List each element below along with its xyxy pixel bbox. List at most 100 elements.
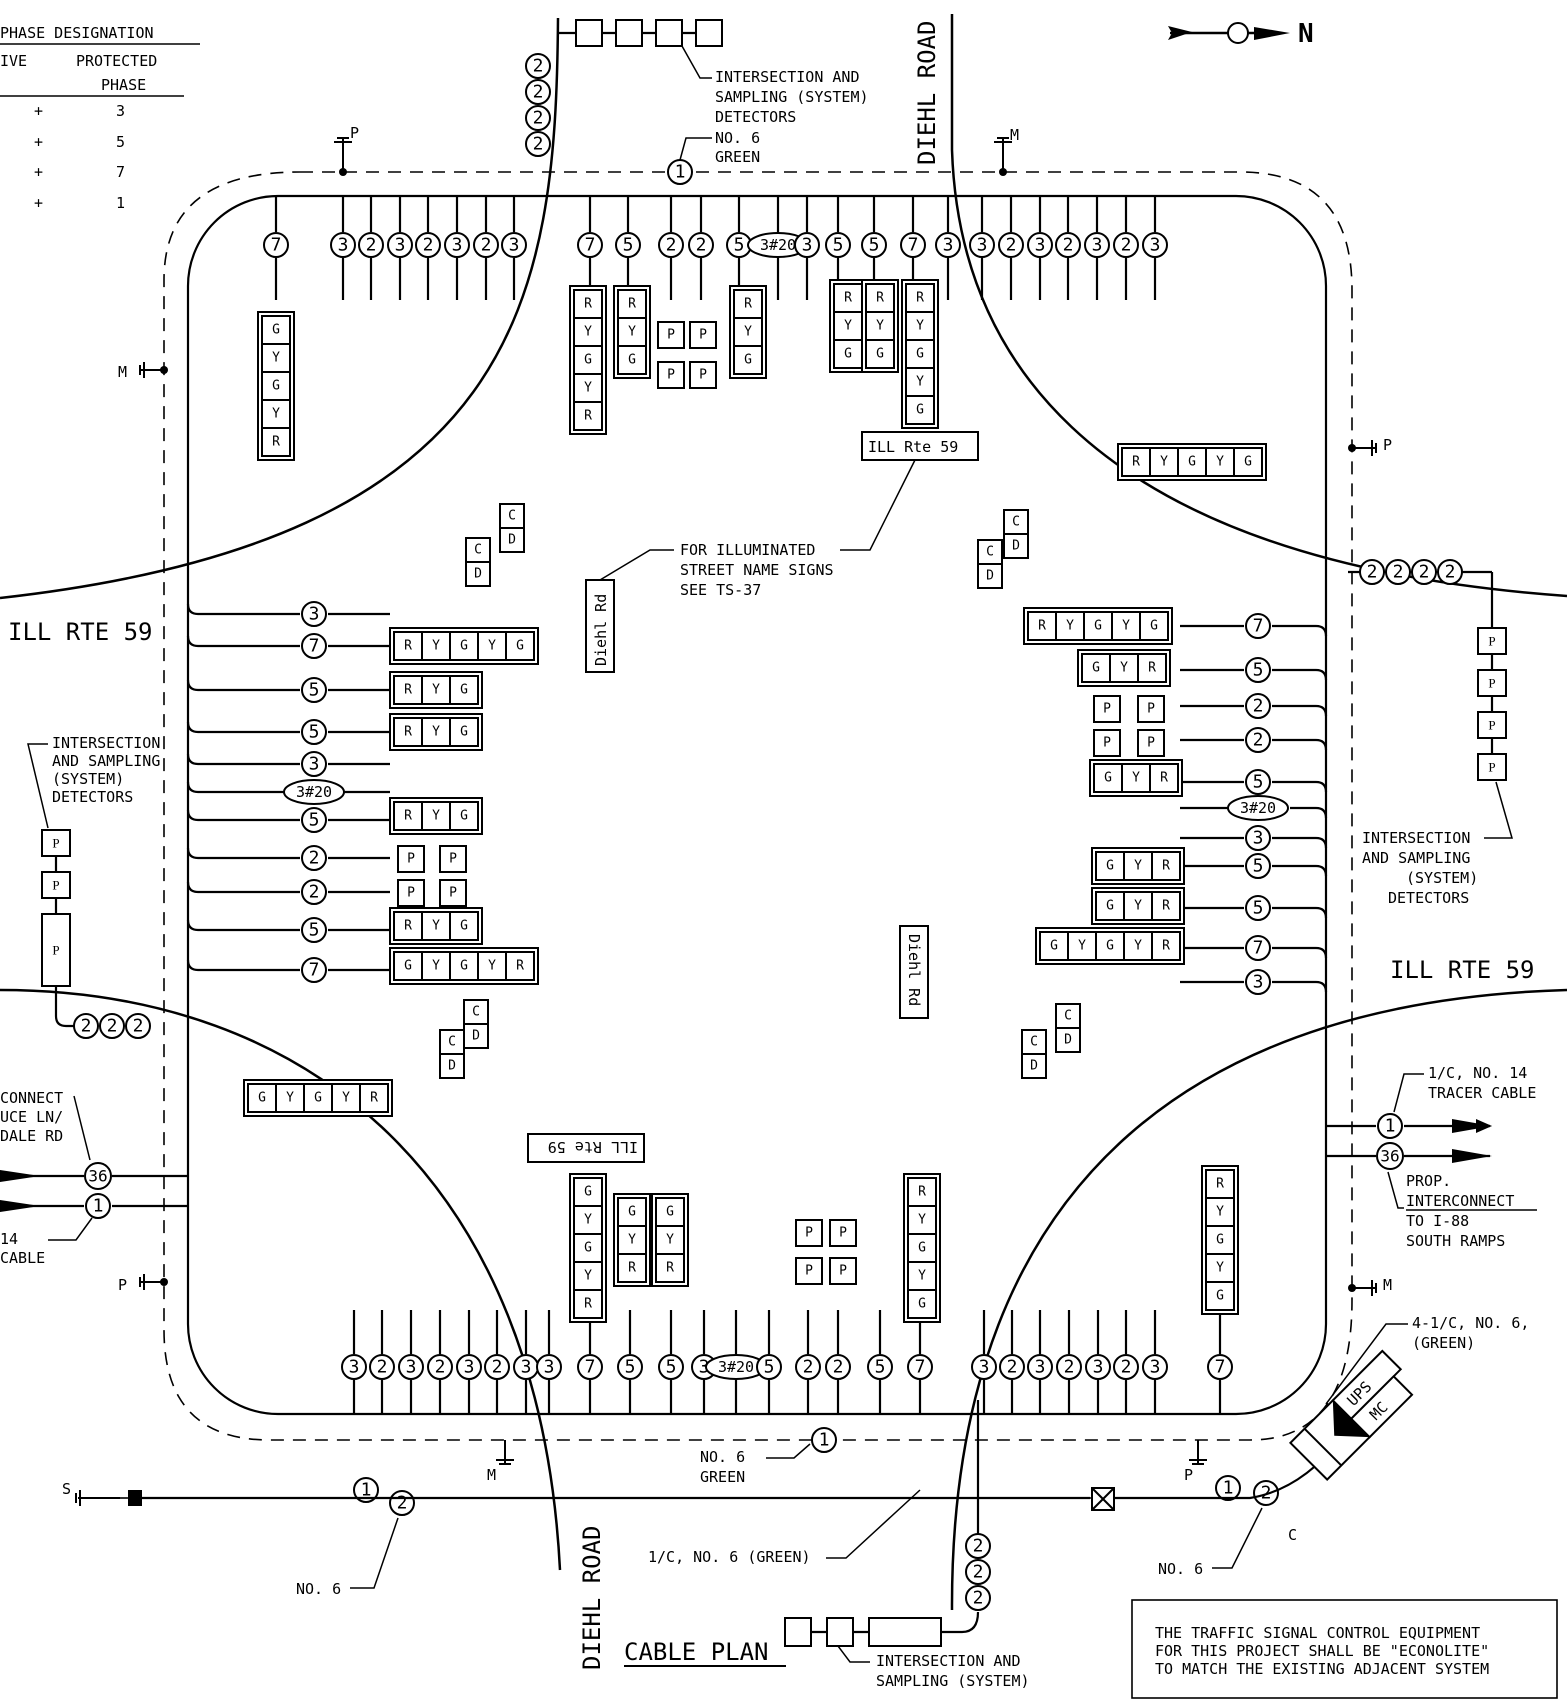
pushbutton-detector: P bbox=[795, 1219, 823, 1247]
svg-text:1: 1 bbox=[1223, 1478, 1234, 1499]
cable-bubble-bottom: 7 bbox=[907, 1354, 933, 1380]
cable-bubble-top-label: 3 bbox=[1150, 235, 1161, 256]
svg-text:D: D bbox=[986, 569, 994, 584]
cable-bubble-bottom-label: 3 bbox=[1093, 1357, 1104, 1378]
cable-bubble-left-label: 3#20 bbox=[296, 783, 332, 801]
pushbutton-detector: P bbox=[397, 879, 425, 907]
cable-bubble-bottom: 5 bbox=[658, 1354, 684, 1380]
svg-text:Diehl Rd: Diehl Rd bbox=[905, 934, 923, 1006]
cable-bubble-right: 5 bbox=[1245, 769, 1271, 795]
detector-group-right: P P P P bbox=[1348, 570, 1507, 781]
interconnect-arrow-left bbox=[0, 1170, 188, 1212]
cable-bubble-left-label: 5 bbox=[309, 920, 320, 941]
cable-bubble-left: 2 bbox=[301, 879, 327, 905]
svg-text:2: 2 bbox=[397, 1493, 408, 1514]
svg-text:SAMPLING (SYSTEM): SAMPLING (SYSTEM) bbox=[715, 88, 869, 106]
cable-bubble-bottom-label: 3 bbox=[979, 1357, 990, 1378]
detector-loop bbox=[784, 1617, 812, 1647]
svg-text:P: P bbox=[1488, 760, 1495, 775]
cable-bubble-top-label: 2 bbox=[1121, 235, 1132, 256]
svg-text:(SYSTEM): (SYSTEM) bbox=[52, 770, 124, 788]
cable-bubble-right: 2 bbox=[1245, 693, 1271, 719]
cable-bubble-bottom-label: 3 bbox=[464, 1357, 475, 1378]
svg-text:Y: Y bbox=[1066, 619, 1074, 634]
cable-bubble-left-label: 5 bbox=[309, 680, 320, 701]
ground-rod-icon: P bbox=[1184, 1440, 1207, 1484]
phase-row-value: 3 bbox=[116, 102, 125, 120]
svg-text:G: G bbox=[918, 1241, 926, 1256]
svg-text:R: R bbox=[744, 297, 752, 312]
cable-bubble-top-label: 7 bbox=[271, 235, 282, 256]
cable-drop bbox=[186, 721, 300, 734]
cable-bubble-top-label: 3 bbox=[1092, 235, 1103, 256]
phase-row-sign: + bbox=[34, 133, 43, 151]
cable-bubble-bottom: 3 bbox=[1085, 1354, 1111, 1380]
svg-text:(SYSTEM): (SYSTEM) bbox=[1406, 869, 1478, 887]
cable-drop bbox=[1272, 668, 1328, 681]
svg-text:D: D bbox=[1064, 1033, 1072, 1048]
cable-bubble-top: 2 bbox=[358, 232, 384, 258]
cable-bubble-left: 7 bbox=[301, 633, 327, 659]
pushbutton-detector: P bbox=[397, 845, 425, 873]
controller-cabinet: UPS MC bbox=[1288, 1349, 1414, 1482]
cable-bubble-top: 3#20 bbox=[747, 232, 809, 258]
svg-text:R: R bbox=[272, 435, 280, 450]
svg-text:G: G bbox=[404, 959, 412, 974]
svg-text:M: M bbox=[118, 363, 127, 381]
pushbutton-detector: P bbox=[829, 1219, 857, 1247]
cable-bubble-left: 7 bbox=[301, 957, 327, 983]
svg-text:G: G bbox=[460, 959, 468, 974]
notes: INTERSECTION AND SAMPLING (SYSTEM) DETEC… bbox=[0, 45, 1537, 1690]
svg-text:GREEN: GREEN bbox=[700, 1468, 745, 1486]
svg-text:R: R bbox=[1162, 859, 1170, 874]
note-detectors-right: INTERSECTION bbox=[1362, 829, 1470, 847]
cable-bubble-left: 3 bbox=[301, 751, 327, 777]
svg-text:P: P bbox=[449, 852, 457, 867]
cable-bubble-top: 2 bbox=[688, 232, 714, 258]
cable-bubble-top: 7 bbox=[263, 232, 289, 258]
svg-text:G: G bbox=[1092, 661, 1100, 676]
cable-bubble-bottom-label: 3 bbox=[349, 1357, 360, 1378]
cable-bubble-top-label: 2 bbox=[666, 235, 677, 256]
cable-drop bbox=[1272, 780, 1328, 793]
svg-text:Y: Y bbox=[1122, 619, 1130, 634]
cable-bubble-right: 2 bbox=[1245, 727, 1271, 753]
cable-drop bbox=[186, 635, 300, 648]
svg-text:Y: Y bbox=[1134, 939, 1142, 954]
svg-text:Y: Y bbox=[432, 809, 440, 824]
svg-text:G: G bbox=[584, 1185, 592, 1200]
svg-text:P: P bbox=[52, 943, 59, 958]
svg-text:Y: Y bbox=[1132, 771, 1140, 786]
svg-text:M: M bbox=[1010, 126, 1019, 144]
svg-text:STREET NAME SIGNS: STREET NAME SIGNS bbox=[680, 561, 834, 579]
street-name-sign: ILL Rte 59 bbox=[527, 1133, 645, 1163]
svg-text:S: S bbox=[62, 1480, 71, 1498]
cable-bubble-bottom: 5 bbox=[617, 1354, 643, 1380]
cable-bubble-bottom: 2 bbox=[999, 1354, 1025, 1380]
svg-text:TRACER CABLE: TRACER CABLE bbox=[1428, 1084, 1536, 1102]
svg-text:G: G bbox=[460, 919, 468, 934]
svg-text:P: P bbox=[52, 878, 59, 893]
svg-text:SEE TS-37: SEE TS-37 bbox=[680, 581, 761, 599]
note-detectors-left: INTERSECTION bbox=[52, 734, 160, 752]
svg-text:2: 2 bbox=[133, 1016, 144, 1037]
note-detectors-bottom: INTERSECTION AND bbox=[876, 1652, 1021, 1670]
svg-text:P: P bbox=[667, 368, 675, 383]
svg-text:Y: Y bbox=[918, 1213, 926, 1228]
svg-text:R: R bbox=[918, 1185, 926, 1200]
svg-text:Y: Y bbox=[584, 1269, 592, 1284]
street-name-sign: Diehl Rd bbox=[585, 579, 615, 673]
cable-bubble-top-label: 3 bbox=[802, 235, 813, 256]
svg-text:AND SAMPLING: AND SAMPLING bbox=[1362, 849, 1470, 867]
svg-text:R: R bbox=[370, 1091, 378, 1106]
roadways bbox=[0, 14, 1567, 1611]
svg-text:G: G bbox=[1188, 455, 1196, 470]
detector-loop bbox=[695, 19, 723, 47]
cable-drop bbox=[186, 679, 300, 692]
